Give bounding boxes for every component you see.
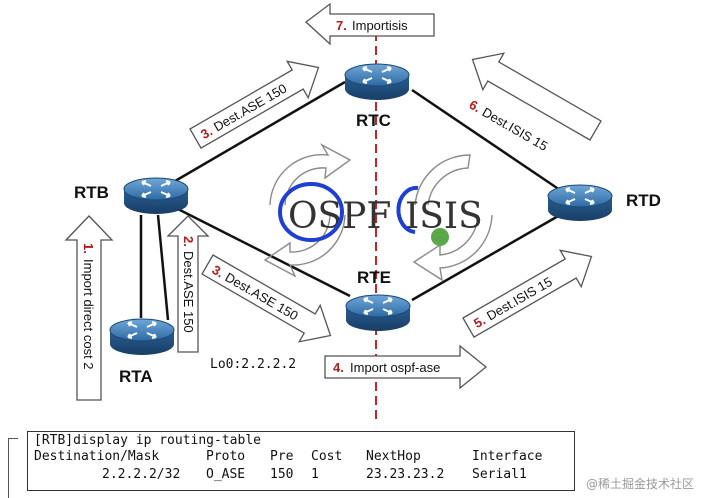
link-rta-rtb-2 bbox=[156, 214, 170, 321]
network-links bbox=[139, 80, 561, 321]
step-5-arrow: 5. Dest.ISIS 15 bbox=[462, 249, 593, 338]
header-pre: Pre bbox=[270, 449, 294, 464]
step-2-arrow: 2. Dest.ASE 150 bbox=[166, 215, 210, 353]
left-bracket-decoration bbox=[8, 438, 18, 498]
routing-table-command: [RTB]display ip routing-table bbox=[34, 433, 261, 448]
routing-table-box: [RTB]display ip routing-table Destinatio… bbox=[27, 431, 575, 491]
link-rtc-rtd bbox=[411, 88, 561, 192]
step-3-upper-text: Dest.ASE 150 bbox=[211, 81, 289, 135]
row-interface: Serial1 bbox=[472, 467, 527, 482]
step-4-number: 4. bbox=[333, 360, 344, 375]
header-interface: Interface bbox=[472, 449, 543, 464]
router-label-rtb: RTB bbox=[74, 183, 109, 202]
router-label-rtd: RTD bbox=[626, 191, 661, 210]
header-cost: Cost bbox=[311, 449, 343, 464]
router-rte bbox=[345, 294, 411, 332]
header-proto: Proto bbox=[206, 449, 246, 464]
link-rtb-rtc bbox=[169, 80, 346, 186]
step-1-arrow: 1. Import direct cost 2 bbox=[64, 215, 114, 401]
watermark: @稀土掘金技术社区 bbox=[585, 477, 694, 491]
router-label-rta: RTA bbox=[119, 367, 153, 386]
header-nexthop: NextHop bbox=[366, 449, 421, 464]
step-1-text: Import direct cost 2 bbox=[81, 259, 96, 370]
step-7-number: 7. bbox=[336, 18, 347, 33]
router-label-rtc: RTC bbox=[356, 111, 391, 130]
step-2-text: Dest.ASE 150 bbox=[181, 251, 196, 333]
router-rtd bbox=[547, 184, 613, 222]
row-proto: O_ASE bbox=[206, 467, 246, 482]
header-destination: Destination/Mask bbox=[34, 449, 160, 464]
router-rtb bbox=[123, 177, 189, 215]
router-rtc bbox=[344, 63, 410, 101]
cursor-dot bbox=[431, 228, 449, 246]
link-rte-rtd bbox=[411, 213, 561, 302]
row-cost: 1 bbox=[311, 467, 319, 482]
step-3-lower-text: Dest.ASE 150 bbox=[223, 269, 301, 323]
router-label-rte: RTE bbox=[357, 268, 391, 287]
step-7-text: Importisis bbox=[352, 18, 408, 33]
step-5-text: Dest.ISIS 15 bbox=[484, 274, 555, 323]
isis-cycle-arrow bbox=[412, 154, 493, 282]
step-1-number: 1. bbox=[81, 243, 96, 254]
step-6-number: 6. bbox=[467, 97, 484, 115]
router-rta bbox=[109, 318, 175, 356]
step-4-text: Import ospf-ase bbox=[350, 360, 440, 375]
ospf-annotation-circle bbox=[278, 182, 344, 242]
step-6-arrow bbox=[471, 52, 602, 141]
row-pre: 150 bbox=[270, 467, 294, 482]
step-6-text: Dest.ISIS 15 bbox=[480, 104, 551, 153]
link-rtb-rte bbox=[169, 203, 351, 298]
step-4-arrow: 4. Import ospf-ase bbox=[324, 344, 488, 390]
loopback-label: Lo0:2.2.2.2 bbox=[210, 357, 296, 372]
row-destination: 2.2.2.2/32 bbox=[102, 467, 181, 482]
step-7-arrow: 7. Importisis bbox=[304, 2, 435, 46]
step-2-number: 2. bbox=[181, 236, 196, 247]
row-nexthop: 23.23.23.2 bbox=[366, 467, 445, 482]
isis-annotation-mark bbox=[396, 185, 419, 234]
